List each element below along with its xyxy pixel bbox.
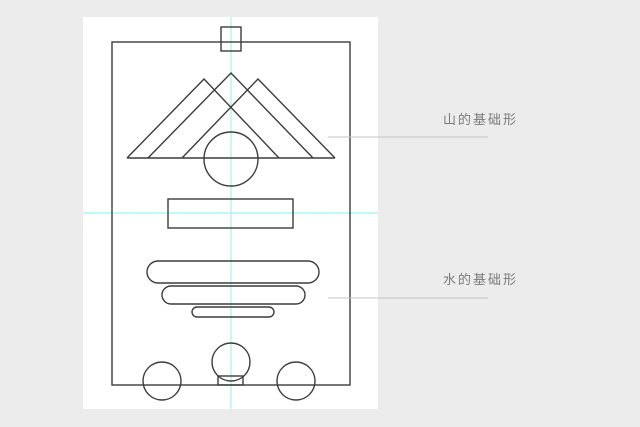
bottom-small-rect xyxy=(217,375,244,386)
water-pill-large xyxy=(146,260,320,284)
bottom-circle-left xyxy=(142,361,182,401)
mountain-shapes xyxy=(126,71,336,187)
mountain-circle xyxy=(203,131,259,187)
water-pill-small xyxy=(191,306,275,318)
middle-rect xyxy=(167,198,294,229)
mountain-triangle-left xyxy=(126,77,280,159)
mountain-triangle-middle xyxy=(147,71,314,159)
water-pill-medium xyxy=(161,285,306,305)
top-square xyxy=(220,26,242,52)
mountain-triangle-right xyxy=(181,77,336,159)
guide-lines xyxy=(83,17,378,409)
bottom-shapes xyxy=(142,342,316,401)
water-annotation-label: 水的基础形 xyxy=(443,273,519,288)
bottom-circle-middle xyxy=(211,342,251,382)
water-shapes xyxy=(146,260,320,318)
bottom-circle-right xyxy=(276,361,316,401)
mountain-annotation-label: 山的基础形 xyxy=(443,113,519,128)
